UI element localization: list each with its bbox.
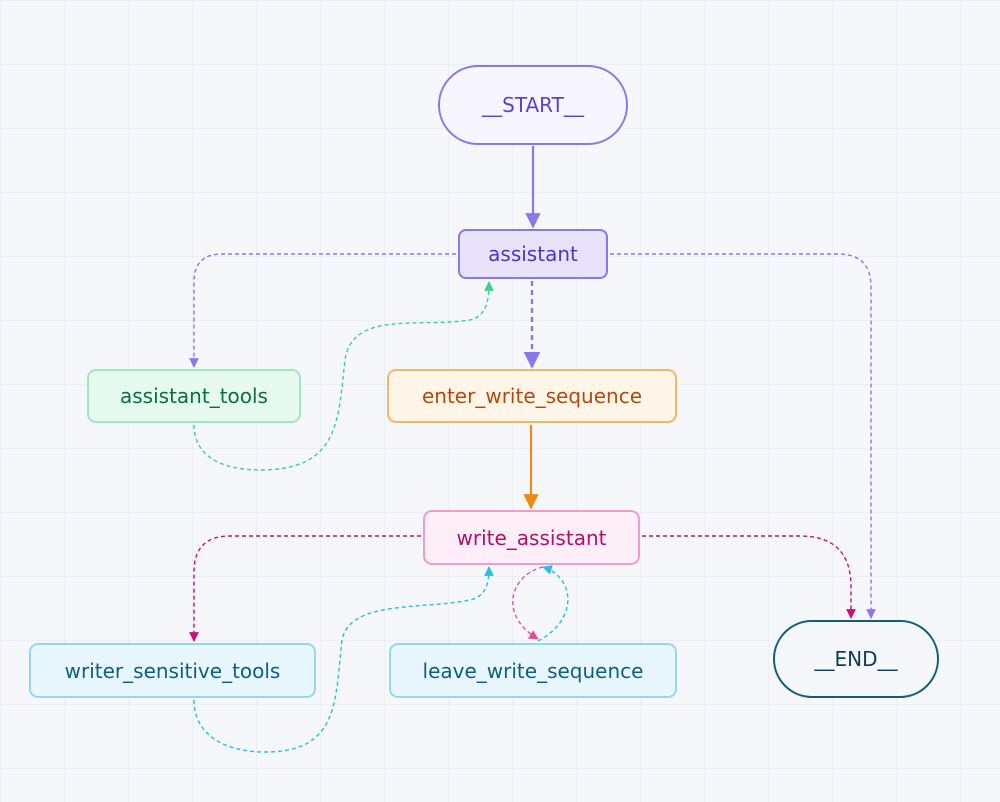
node-enter-write-sequence: enter_write_sequence bbox=[387, 369, 677, 423]
node-assistant: assistant bbox=[458, 229, 608, 279]
edge-write-assistant-to-writer-sensitive-tools bbox=[189, 535, 421, 642]
node-assistant-tools: assistant_tools bbox=[87, 369, 301, 423]
node-write-assistant: write_assistant bbox=[423, 510, 640, 565]
node-end: __END__ bbox=[773, 620, 939, 698]
node-leave-write-sequence: leave_write_sequence bbox=[389, 643, 677, 698]
node-writer-sensitive-tools: writer_sensitive_tools bbox=[29, 643, 316, 698]
edge-assistant-to-assistant-tools bbox=[189, 253, 456, 368]
node-start: __START__ bbox=[438, 65, 628, 145]
edge-assistant-tools-to-assistant bbox=[193, 281, 494, 471]
edge-write-assistant-to-leave-write-sequence bbox=[512, 566, 544, 640]
edge-assistant-to-end bbox=[610, 253, 876, 619]
edge-write-assistant-to-end bbox=[642, 535, 856, 619]
edge-leave-write-sequence-to-write-assistant bbox=[537, 565, 569, 642]
